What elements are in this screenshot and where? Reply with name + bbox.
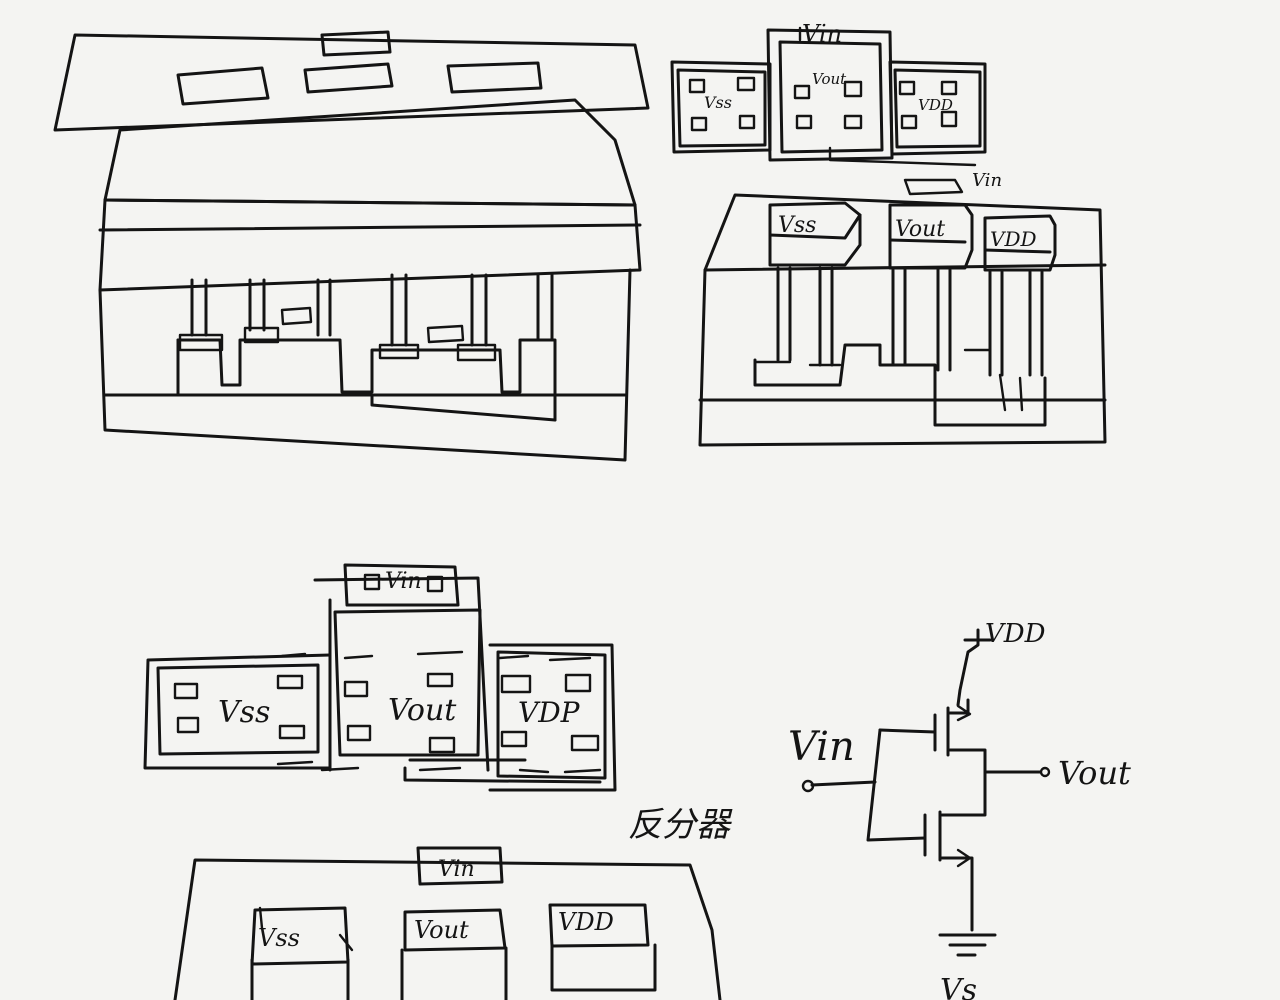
bottom-left-3d-cross-section: Vin Vss Vout VDD	[173, 846, 722, 1000]
bl-vout-label: Vout	[388, 693, 457, 728]
bl3d-vout-label: Vout	[414, 916, 469, 944]
sch-vout-label: Vout	[1058, 754, 1131, 792]
cmos-inverter-schematic: VDD Vin Vout Vs 反分器	[628, 619, 1131, 1000]
sch-caption: 反分器	[628, 805, 733, 845]
bl3d-vdd-label: VDD	[558, 908, 614, 936]
tr-vss-label: Vss	[704, 93, 732, 112]
bl-vss-label: Vss	[218, 695, 270, 730]
top-right-3d-cross-section: Vin Vss Vout VDD	[698, 170, 1107, 447]
tr-vout-label: Vout	[812, 70, 847, 88]
bl-vin-label: Vin	[385, 569, 422, 594]
tr3d-vdd-label: VDD	[990, 227, 1037, 251]
bl-vdd-label: VDP	[518, 696, 581, 729]
tr-vdd-label: VDD	[918, 96, 953, 114]
bottom-left-layout-view: Vin Vss Vout VDP	[143, 563, 617, 792]
tr3d-vout-label: Vout	[895, 217, 945, 242]
bl3d-vss-label: Vss	[258, 924, 300, 952]
sch-vdd-label: VDD	[985, 619, 1046, 649]
top-right-layout-view: Vin Vss Vout VDD	[670, 20, 987, 167]
bl3d-vin-label: Vin	[438, 857, 475, 882]
sch-vin-label: Vin	[788, 724, 855, 770]
tr3d-vin-label: Vin	[972, 170, 1002, 191]
sch-vss-label: Vs	[940, 973, 977, 1000]
tr-vin-label: Vin	[802, 20, 842, 48]
tr3d-vss-label: Vss	[778, 213, 816, 238]
top-left-3d-cross-section	[53, 30, 650, 462]
